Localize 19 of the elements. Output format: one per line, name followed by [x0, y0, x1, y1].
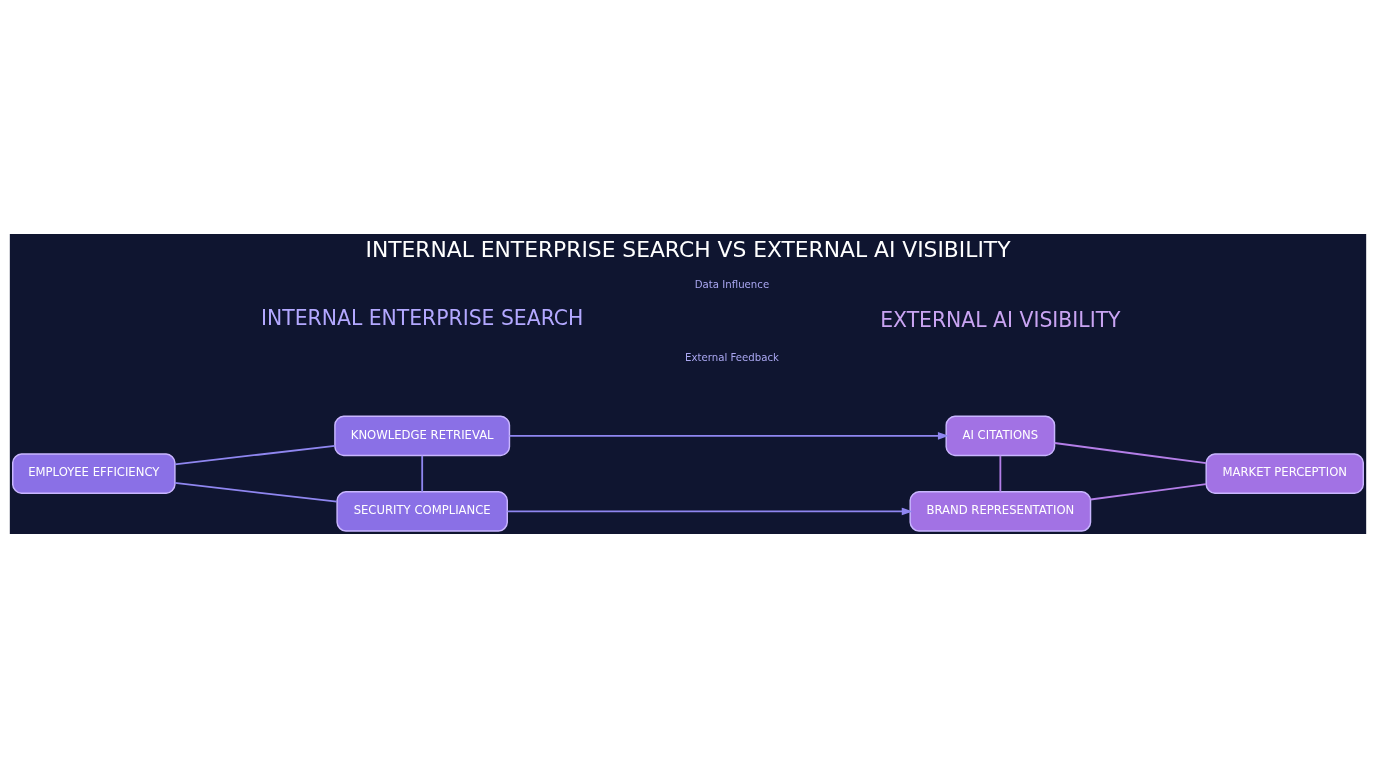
node-box: EMPLOYEE EFFICIENCY [12, 453, 176, 494]
connector [174, 482, 338, 503]
label: Data Influence [694, 278, 770, 290]
connector [1053, 442, 1207, 465]
connector [174, 444, 336, 466]
arrow [506, 507, 913, 516]
label: INTERNAL ENTERPRISE SEARCH [261, 306, 584, 331]
node-box: AI CITATIONS [945, 415, 1056, 457]
diagram-title: INTERNAL ENTERPRISE SEARCH VS EXTERNAL AI VISIBILITY [365, 237, 1011, 263]
node-box: MARKET PERCEPTION [1205, 453, 1364, 494]
connector [1089, 483, 1207, 501]
node-box: BRAND REPRESENTATION [909, 491, 1092, 532]
connector [421, 454, 424, 493]
arrow [508, 432, 949, 440]
label: External Feedback [685, 352, 779, 364]
node-box: SECURITY COMPLIANCE [336, 491, 508, 532]
node-box: KNOWLEDGE RETRIEVAL [334, 415, 511, 457]
label: EXTERNAL AI VISIBILITY [880, 307, 1121, 332]
connector [999, 454, 1002, 493]
